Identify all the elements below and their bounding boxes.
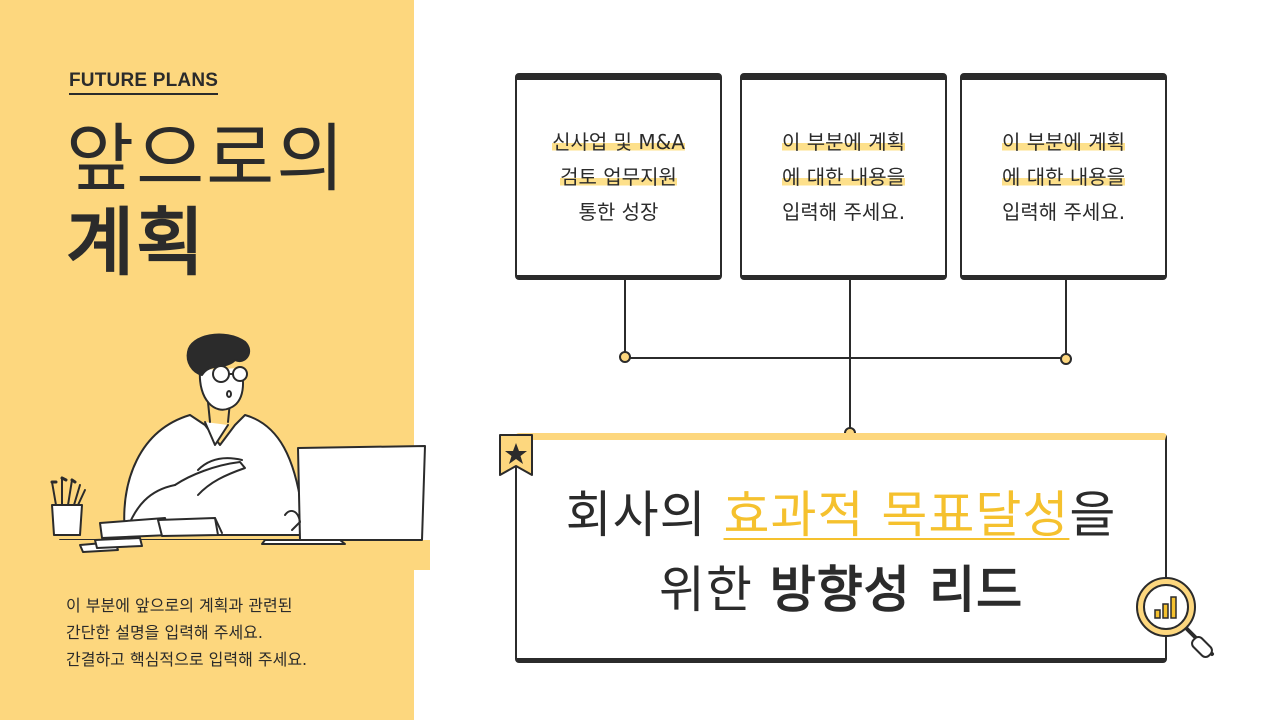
star-icon [499,434,533,476]
main-goal-line-1: 회사의 효과적 목표달성을 [517,480,1165,550]
connector-dot [619,351,631,363]
page-title-light: 앞으로의 [66,116,347,202]
main-goal-line-2: 위한 방향성 리드 [517,555,1165,625]
card-line: 통한 성장 [578,200,659,224]
plan-card-1: 신사업 및 M&A 검토 업무지원 통한 성장 [515,73,722,280]
main-goal-strong: 방향성 리드 [769,561,1024,619]
card-line: 신사업 및 M&A [552,130,685,154]
plan-card-3: 이 부분에 계획 에 대한 내용을 입력해 주세요. [960,73,1167,280]
plan-card-text: 이 부분에 계획 에 대한 내용을 입력해 주세요. [781,125,906,230]
bar-chart-magnifier-icon [1136,577,1214,658]
card-line: 이 부분에 계획 [1001,130,1126,154]
description-text: 이 부분에 앞으로의 계획과 관련된 간단한 설명을 입력해 주세요. 간결하고… [66,592,396,673]
plan-card-text: 이 부분에 계획 에 대한 내용을 입력해 주세요. [1001,125,1126,230]
main-goal-suffix: 을 [1069,486,1117,544]
plan-card-2: 이 부분에 계획 에 대한 내용을 입력해 주세요. [740,73,947,280]
main-goal-prefix-2: 위한 [658,561,770,619]
main-goal-prefix: 회사의 [565,486,724,544]
card-line: 검토 업무지원 [560,165,677,189]
eyebrow-label: FUTURE PLANS [69,70,219,95]
main-goal-box: 회사의 효과적 목표달성을 위한 방향성 리드 [515,433,1167,663]
connector-dot [1060,353,1072,365]
description-line: 이 부분에 앞으로의 계획과 관련된 [66,596,293,615]
card-line: 에 대한 내용을 [781,165,906,189]
card-line: 이 부분에 계획 [781,130,906,154]
main-goal-accent: 효과적 목표달성 [723,486,1070,544]
man-at-laptop-illustration [40,333,430,570]
page-title-bold: 계획 [66,200,207,286]
plan-card-text: 신사업 및 M&A 검토 업무지원 통한 성장 [552,125,685,230]
card-line: 에 대한 내용을 [1001,165,1126,189]
card-line: 입력해 주세요. [1001,200,1126,224]
description-line: 간단한 설명을 입력해 주세요. [66,623,263,642]
card-line: 입력해 주세요. [781,200,906,224]
description-line: 간결하고 핵심적으로 입력해 주세요. [66,650,308,669]
